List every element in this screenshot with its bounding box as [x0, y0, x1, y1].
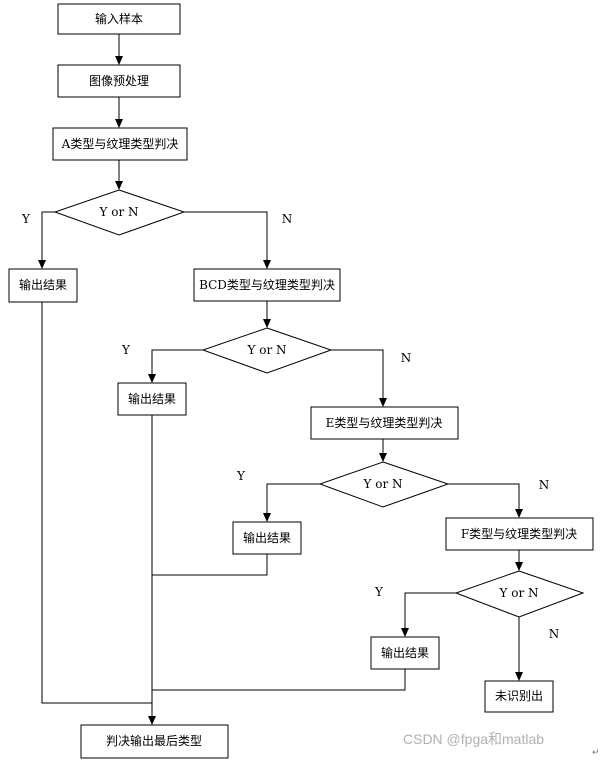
edge-d4-yes-to-out4	[401, 592, 456, 637]
d2-yes-label: Y	[121, 343, 131, 357]
edge-d1-yes-to-out1	[38, 211, 55, 269]
edge-d1-no-to-bcd	[184, 211, 271, 269]
node-input: 输入样本	[57, 3, 181, 35]
svg-text:Y or N: Y or N	[498, 586, 538, 600]
svg-text:E类型与纹理类型判决: E类型与纹理类型判决	[326, 416, 443, 430]
svg-text:输出结果: 输出结果	[243, 530, 291, 545]
d4-yes-label: Y	[374, 585, 384, 599]
node-decision-3: Y or N	[318, 461, 450, 508]
svg-text:输出结果: 输出结果	[19, 277, 67, 292]
edge-d3-no-to-f	[448, 483, 523, 518]
svg-text:未识别出: 未识别出	[495, 689, 543, 703]
node-output-4: 输出结果	[370, 636, 440, 670]
node-decision-1: Y or N	[53, 189, 186, 236]
node-output-2: 输出结果	[117, 382, 187, 416]
svg-text:BCD类型与纹理类型判决: BCD类型与纹理类型判决	[199, 278, 335, 292]
svg-text:输出结果: 输出结果	[381, 645, 429, 660]
d3-yes-label: Y	[236, 469, 246, 483]
edge-out4-to-final	[152, 669, 406, 691]
edge-d2-no-to-e	[331, 349, 387, 407]
node-preprocess: 图像预处理	[57, 64, 181, 98]
node-decision-4: Y or N	[454, 570, 585, 618]
edge-d2-yes-to-out2	[148, 349, 203, 383]
node-unrecognized: 未识别出	[484, 680, 554, 713]
edge-d3-yes-to-out3	[263, 483, 320, 522]
node-bcd-decide: BCD类型与纹理类型判决	[193, 268, 341, 302]
svg-text:判决输出最后类型: 判决输出最后类型	[106, 733, 202, 748]
d3-no-label: N	[539, 478, 550, 492]
node-output-3: 输出结果	[232, 521, 302, 555]
d1-yes-label: Y	[21, 212, 31, 226]
edges	[38, 34, 523, 725]
d1-no-label: N	[282, 212, 293, 226]
node-f-decide: F类型与纹理类型判决	[445, 517, 594, 551]
edge-out3-to-final	[152, 554, 268, 576]
svg-text:Y or N: Y or N	[362, 477, 402, 491]
node-a-decide: A类型与纹理类型判决	[52, 127, 188, 161]
node-final: 判决输出最后类型	[80, 724, 229, 759]
svg-text:F类型与纹理类型判决: F类型与纹理类型判决	[461, 527, 577, 541]
svg-text:输入样本: 输入样本	[95, 11, 143, 26]
return-mark: ↵	[592, 748, 600, 758]
edge-out1-to-final	[41, 302, 152, 704]
svg-text:输出结果: 输出结果	[128, 391, 176, 406]
edge-labels: Y N Y N Y N Y N	[21, 212, 559, 641]
d2-no-label: N	[401, 351, 412, 365]
d4-no-label: N	[549, 627, 560, 641]
svg-text:Y or N: Y or N	[98, 205, 138, 219]
csdn-watermark: CSDN @fpga和matlab	[403, 731, 545, 747]
svg-text:图像预处理: 图像预处理	[89, 74, 149, 88]
svg-text:A类型与纹理类型判决: A类型与纹理类型判决	[61, 137, 179, 151]
node-e-decide: E类型与纹理类型判决	[310, 406, 459, 440]
node-decision-2: Y or N	[201, 327, 333, 374]
svg-text:Y or N: Y or N	[246, 343, 286, 357]
node-output-1: 输出结果	[8, 268, 78, 303]
